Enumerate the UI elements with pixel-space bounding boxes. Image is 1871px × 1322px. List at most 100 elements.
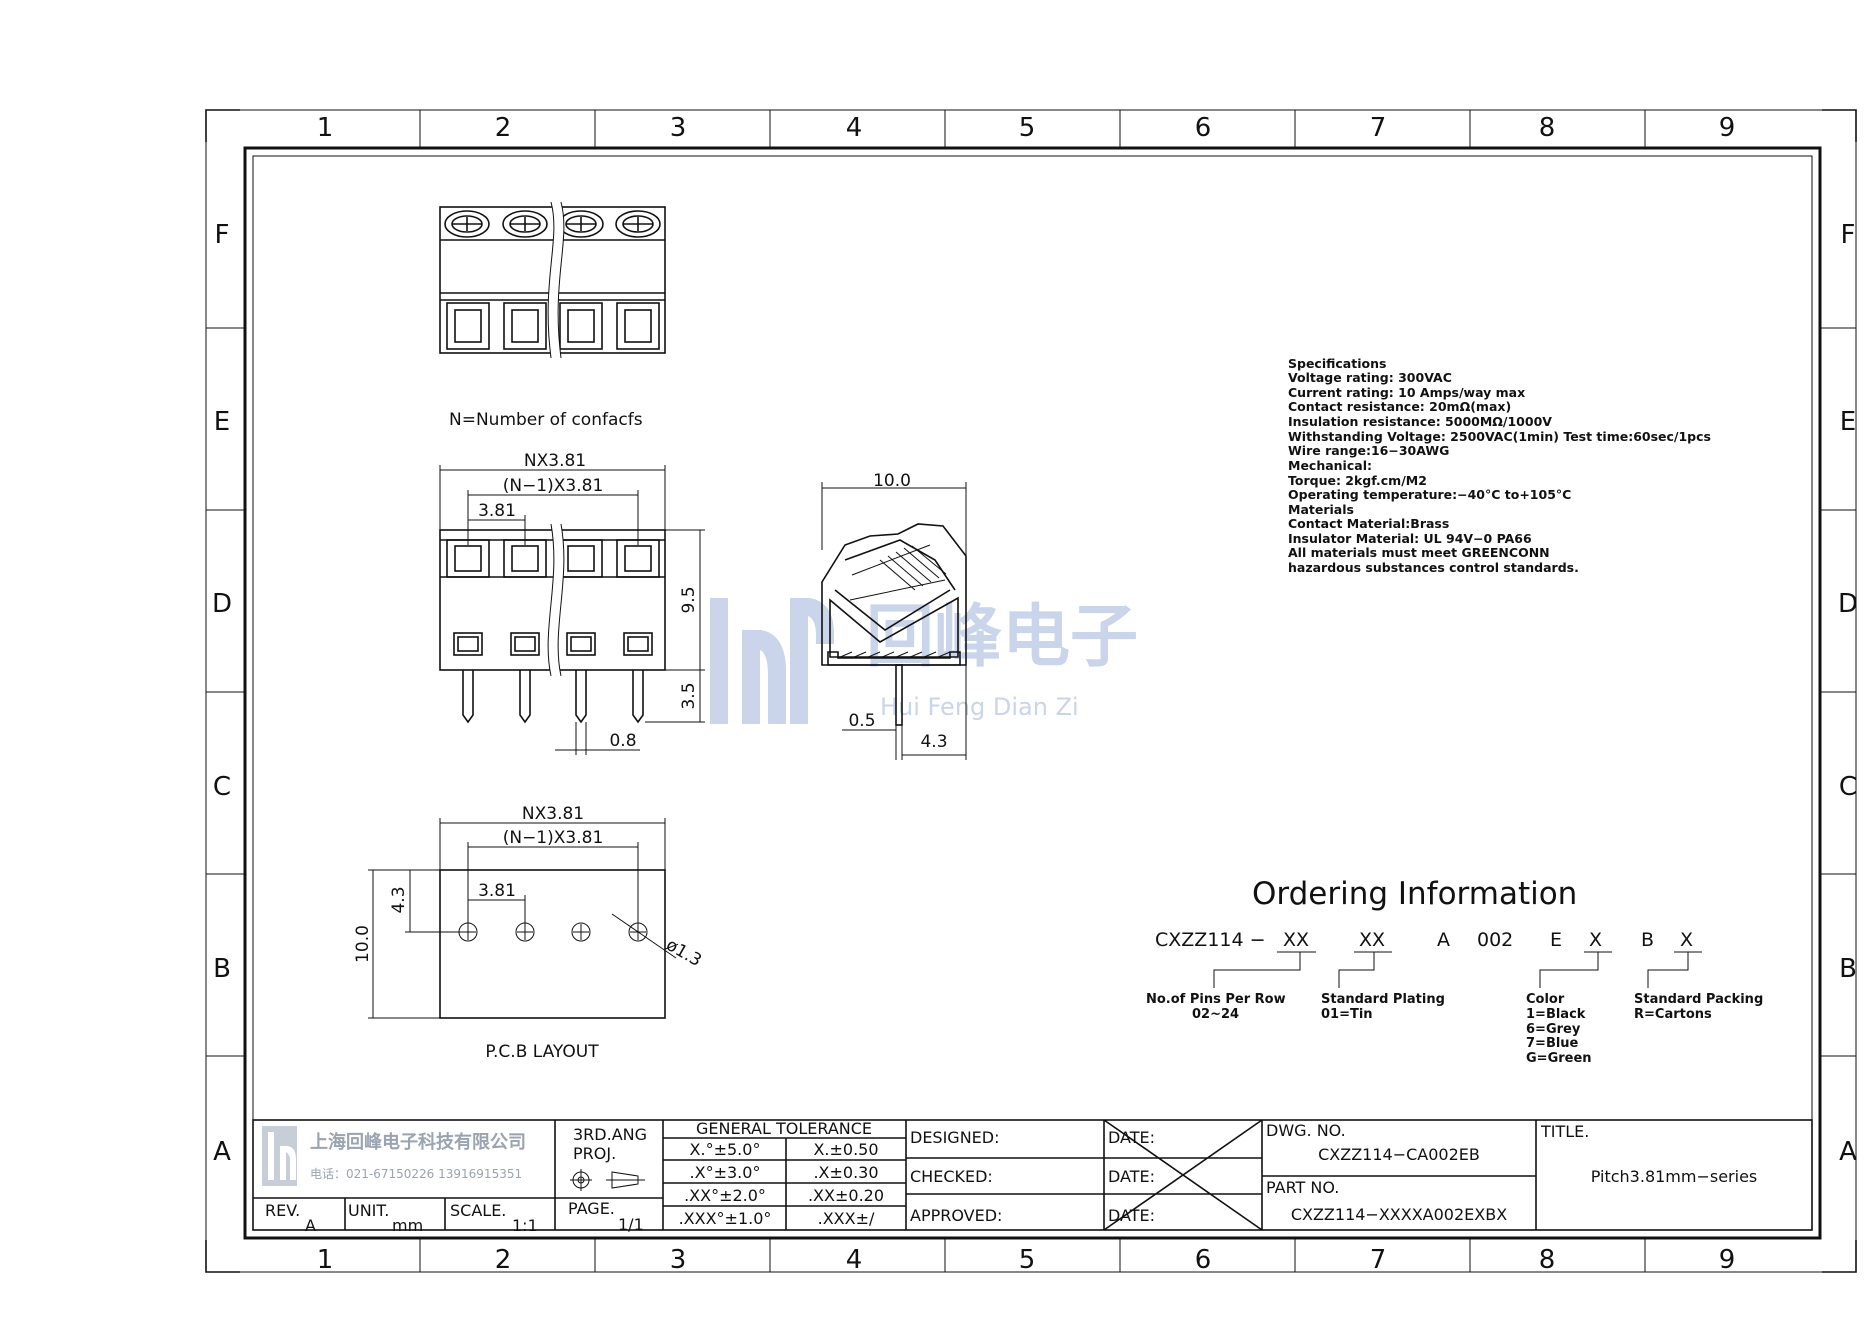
- zone-row-b: B: [213, 954, 231, 984]
- page-label: PAGE.: [568, 1199, 615, 1218]
- zone-col-1-bottom: 1: [317, 1245, 334, 1275]
- zone-col-4-bottom: 4: [846, 1245, 863, 1275]
- scale-value: 1:1: [512, 1216, 538, 1235]
- zone-col-7-bottom: 7: [1370, 1245, 1387, 1275]
- date-label: DATE:: [1108, 1128, 1155, 1147]
- zone-col-2-bottom: 2: [495, 1245, 512, 1275]
- watermark-pinyin: Hui Feng Dian Zi: [880, 693, 1079, 721]
- pcb-pitch-dim: 3.81: [478, 881, 516, 901]
- spec-line: Wire range:16−30AWG: [1288, 443, 1449, 458]
- front-n1-dim: (N−1)X3.81: [503, 476, 604, 496]
- spec-line: Torque: 2kgf.cm/M2: [1288, 473, 1427, 488]
- zone-row-b-right: B: [1839, 954, 1857, 984]
- pcb-hole-dia-dim: ø1.3: [663, 935, 705, 971]
- order-e: E: [1550, 929, 1562, 951]
- zone-row-f-right: F: [1841, 220, 1856, 250]
- rev-label: REV.: [265, 1201, 300, 1220]
- watermark-logo: [710, 598, 834, 724]
- color-option: 1=Black: [1526, 1007, 1586, 1022]
- zone-col-9: 9: [1719, 113, 1736, 143]
- order-x1: X: [1589, 929, 1602, 951]
- projection-line-1: 3RD.ANG: [573, 1125, 647, 1144]
- packing-label: Standard Packing: [1634, 992, 1763, 1007]
- zone-col-6-bottom: 6: [1195, 1245, 1212, 1275]
- zone-row-e-right: E: [1840, 407, 1856, 437]
- plating-label: Standard Plating: [1321, 992, 1445, 1007]
- zone-row-a: A: [213, 1137, 231, 1167]
- zone-row-c: C: [213, 772, 231, 802]
- front-view: NX3.81 (N−1)X3.81 3.81 9.5 3.5 0.8: [439, 451, 705, 755]
- pcb-nx-dim: NX3.81: [522, 804, 584, 824]
- tolerance-linear: .XX±0.20: [808, 1186, 884, 1205]
- order-x2: X: [1680, 929, 1693, 951]
- projection-line-2: PROJ.: [573, 1144, 616, 1163]
- date-label: DATE:: [1108, 1206, 1155, 1225]
- side-offset-dim: 4.3: [920, 732, 947, 752]
- top-view: [439, 200, 666, 359]
- ordering-title: Ordering Information: [1252, 876, 1577, 912]
- spec-line: Contact resistance: 20mΩ(max): [1288, 399, 1511, 414]
- zone-col-8: 8: [1539, 113, 1556, 143]
- zone-row-d: D: [212, 589, 232, 619]
- pcb-height-dim: 10.0: [353, 925, 373, 963]
- projection-symbol: [570, 1169, 645, 1191]
- company-logo: [262, 1126, 297, 1186]
- tolerance-angle: X.°±5.0°: [690, 1140, 761, 1159]
- packing-value: R=Cartons: [1634, 1007, 1712, 1022]
- order-002: 002: [1477, 929, 1513, 951]
- n-note: N=Number of confacfs: [449, 410, 643, 430]
- zone-col-1: 1: [317, 113, 334, 143]
- zone-col-9-bottom: 9: [1719, 1245, 1736, 1275]
- unit-label: UNIT.: [348, 1201, 389, 1220]
- title-value: Pitch3.81mm−series: [1591, 1167, 1758, 1186]
- scale-label: SCALE.: [450, 1201, 506, 1220]
- zone-col-7: 7: [1370, 113, 1387, 143]
- color-option: 6=Grey: [1526, 1022, 1581, 1037]
- spec-line: Contact Material:Brass: [1288, 516, 1449, 531]
- pcb-n1-dim: (N−1)X3.81: [503, 828, 604, 848]
- checked-label: CHECKED:: [910, 1167, 993, 1186]
- frame: 1 2 3 4 5 6 7 8 9 1 2 3 4 5 6 7 8 9 F E …: [205, 109, 1858, 1275]
- pcb-layout-label: P.C.B LAYOUT: [485, 1042, 599, 1062]
- spec-line: hazardous substances control standards.: [1288, 560, 1579, 575]
- dwg-no-value: CXZZ114−CA002EB: [1318, 1145, 1480, 1164]
- spec-line: Insulation resistance: 5000MΩ/1000V: [1288, 414, 1552, 429]
- zone-row-c-right: C: [1839, 772, 1857, 802]
- dwg-no-label: DWG. NO.: [1266, 1121, 1346, 1140]
- order-prefix: CXZZ114 −: [1155, 929, 1266, 951]
- order-xx1: XX: [1283, 929, 1309, 951]
- rev-value: A: [305, 1216, 316, 1235]
- title-block: 上海回峰电子科技有限公司 电话：021-67150226 13916915351…: [252, 1119, 1813, 1235]
- spec-line: Current rating: 10 Amps/way max: [1288, 385, 1525, 400]
- watermark-text: 回峰电子: [866, 598, 1138, 677]
- tolerance-linear: X.±0.50: [813, 1140, 878, 1159]
- tolerance-angle: .XX°±2.0°: [684, 1186, 766, 1205]
- front-height-dim: 9.5: [679, 586, 699, 613]
- spec-line: All materials must meet GREENCONN: [1288, 545, 1550, 560]
- tolerance-angle: .XXX°±1.0°: [679, 1209, 772, 1228]
- page-value: 1/1: [618, 1215, 644, 1234]
- front-nx-dim: NX3.81: [524, 451, 586, 471]
- color-option: G=Green: [1526, 1051, 1592, 1066]
- tolerance-linear: .X±0.30: [813, 1163, 878, 1182]
- part-no-value: CXZZ114−XXXXA002EXBX: [1291, 1205, 1507, 1224]
- spec-line: Operating temperature:−40°C to+105°C: [1288, 487, 1571, 502]
- company-phone: 电话：021-67150226 13916915351: [310, 1167, 522, 1181]
- zone-col-2: 2: [495, 113, 512, 143]
- zone-row-d-right: D: [1838, 589, 1858, 619]
- plating-value: 01=Tin: [1321, 1007, 1373, 1022]
- spec-line: Voltage rating: 300VAC: [1288, 370, 1452, 385]
- zone-row-e: E: [214, 407, 230, 437]
- order-a: A: [1437, 929, 1450, 951]
- front-pinlen-dim: 3.5: [679, 682, 699, 709]
- zone-col-6: 6: [1195, 113, 1212, 143]
- side-width-dim: 10.0: [873, 471, 911, 491]
- zone-col-4: 4: [846, 113, 863, 143]
- zone-row-f: F: [215, 220, 230, 250]
- pcb-hole-offset-dim: 4.3: [389, 886, 409, 913]
- zone-col-5-bottom: 5: [1019, 1245, 1036, 1275]
- zone-col-3: 3: [670, 113, 687, 143]
- specifications: Specifications Voltage rating: 300VAC Cu…: [1288, 356, 1711, 575]
- spec-line: Insulator Material: UL 94V−0 PA66: [1288, 531, 1532, 546]
- pins-label: No.of Pins Per Row: [1146, 992, 1286, 1007]
